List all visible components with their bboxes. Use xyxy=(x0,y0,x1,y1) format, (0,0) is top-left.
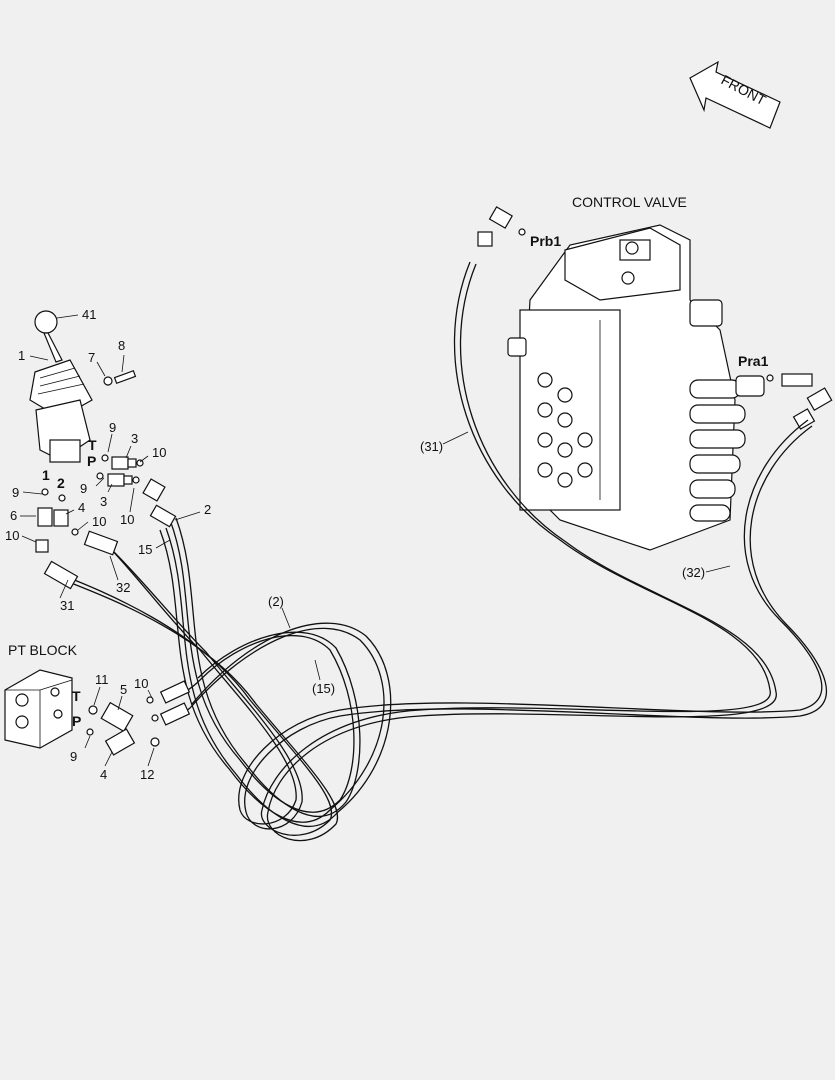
joystick-fittings xyxy=(35,454,177,590)
label-10b: 10 xyxy=(120,512,134,527)
front-arrow: FRONT xyxy=(689,60,781,129)
label-10a: 10 xyxy=(152,445,166,460)
label-10d: 10 xyxy=(5,528,19,543)
pt-block-label: PT BLOCK xyxy=(8,642,78,658)
pt-block: PT BLOCK xyxy=(4,642,78,749)
label-4b: 4 xyxy=(100,767,107,782)
label-9c: 9 xyxy=(12,485,19,500)
prb1-label: Prb1 xyxy=(530,233,561,249)
label-5: 5 xyxy=(120,682,127,697)
knob xyxy=(34,310,58,334)
hose-32 xyxy=(109,419,823,825)
label-7: 7 xyxy=(88,350,95,365)
pt-fittings xyxy=(86,680,191,756)
label-12: 12 xyxy=(140,767,154,782)
pra1-label: Pra1 xyxy=(738,353,769,369)
label-10c: 10 xyxy=(92,514,106,529)
label-p31: (31) xyxy=(420,439,443,454)
hoses xyxy=(61,261,828,842)
label-8: 8 xyxy=(118,338,125,353)
label-9d: 9 xyxy=(70,749,77,764)
part-numbers: 41 1 7 8 9 3 10 T P 9 3 10 1 2 9 6 4 10 … xyxy=(5,307,705,782)
label-2: 2 xyxy=(204,502,211,517)
label-32: 32 xyxy=(116,580,130,595)
label-port-1: 1 xyxy=(42,467,50,483)
label-p15: (15) xyxy=(312,681,335,696)
prb1-fitting: Prb1 xyxy=(477,206,561,249)
label-1: 1 xyxy=(18,348,25,363)
label-3a: 3 xyxy=(131,431,138,446)
label-6: 6 xyxy=(10,508,17,523)
label-9a: 9 xyxy=(109,420,116,435)
label-11: 11 xyxy=(95,672,109,687)
label-t-pt: T xyxy=(72,688,81,704)
leader-lines xyxy=(20,314,731,767)
hose-15 xyxy=(159,529,385,823)
label-41: 41 xyxy=(82,307,96,322)
label-3b: 3 xyxy=(100,494,107,509)
control-valve-label: CONTROL VALVE xyxy=(572,194,687,210)
label-15: 15 xyxy=(138,542,152,557)
control-valve: CONTROL VALVE xyxy=(507,194,765,551)
label-31: 31 xyxy=(60,598,74,613)
label-9b: 9 xyxy=(80,481,87,496)
valve-spools xyxy=(689,379,746,522)
valve-bolts xyxy=(537,372,593,488)
label-port-2: 2 xyxy=(57,475,65,491)
hose-2 xyxy=(169,519,355,813)
pra1-fitting: Pra1 xyxy=(738,353,833,430)
label-p2: (2) xyxy=(268,594,284,609)
label-4a: 4 xyxy=(78,500,85,515)
label-10e: 10 xyxy=(134,676,148,691)
label-p32: (32) xyxy=(682,565,705,580)
label-p-pt: P xyxy=(72,713,81,729)
label-t-joystick: T xyxy=(88,437,97,453)
label-p-joystick: P xyxy=(87,453,96,469)
joystick xyxy=(29,310,137,463)
